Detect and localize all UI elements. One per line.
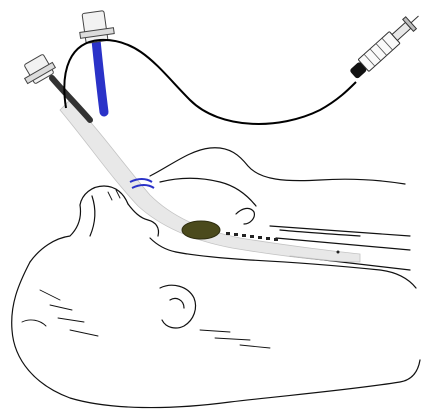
cuff-balloon-icon <box>182 221 220 239</box>
patient-head-outline-icon <box>12 148 420 408</box>
syringe-icon <box>348 10 424 81</box>
